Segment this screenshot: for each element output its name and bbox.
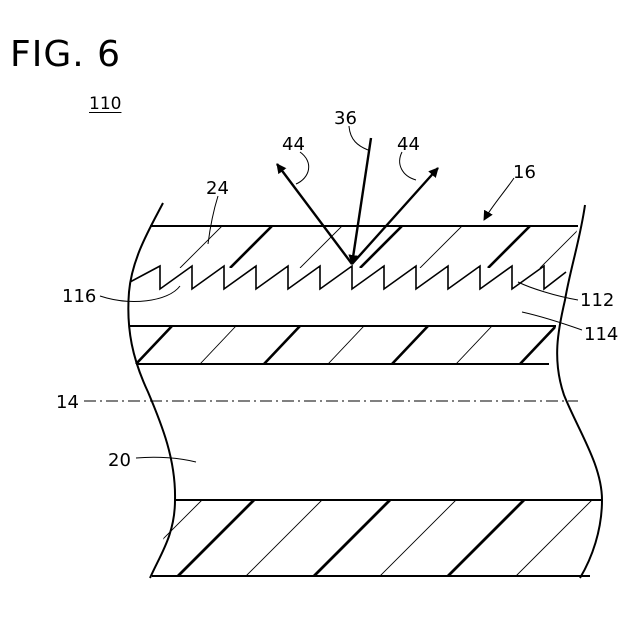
label-20: 20	[108, 450, 131, 471]
leader-24	[208, 196, 218, 244]
right-break-line	[557, 205, 602, 578]
leader-44-left	[296, 152, 309, 184]
bottom-layer-hatching	[150, 500, 592, 576]
label-14: 14	[56, 392, 79, 413]
leader-16	[484, 178, 514, 220]
reflected-ray-left	[277, 164, 352, 264]
middle-layer-hatching	[136, 326, 556, 364]
label-112: 112	[580, 290, 614, 311]
left-break-line	[128, 203, 175, 578]
leader-44-right	[400, 152, 416, 180]
leader-20	[136, 457, 196, 462]
label-24: 24	[206, 178, 229, 199]
label-44-left: 44	[282, 134, 305, 155]
label-116: 116	[62, 286, 96, 307]
label-114: 114	[584, 324, 618, 345]
label-16: 16	[513, 162, 536, 183]
label-36: 36	[334, 108, 357, 129]
label-44-right: 44	[397, 134, 420, 155]
leader-114	[522, 312, 582, 330]
leader-36	[349, 126, 368, 150]
leader-116	[100, 286, 180, 301]
serrated-interface	[130, 266, 566, 289]
